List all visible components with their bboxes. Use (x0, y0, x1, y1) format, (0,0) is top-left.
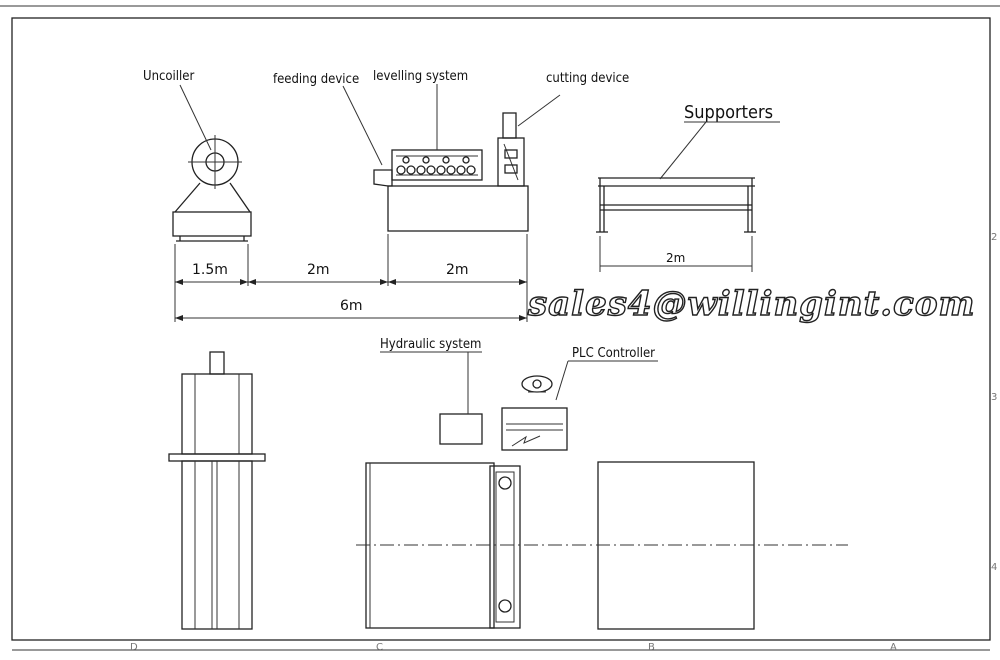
supporters-leader (659, 121, 707, 180)
supporter-dimension: 2m (666, 251, 685, 265)
supporters (596, 177, 756, 233)
frame-mark-2: 2 (991, 232, 997, 243)
drawing-frame (11, 17, 991, 641)
feeding-leader (342, 85, 383, 166)
plc-leader (555, 360, 569, 401)
watermark-text: sales4@willingint.com (527, 284, 975, 324)
frame-mark-c: C (376, 642, 383, 653)
cutting-device (497, 112, 525, 187)
frame-mark-d: D (130, 642, 138, 653)
dimension-extensions (174, 234, 528, 322)
levelling-label: levelling system (373, 69, 468, 84)
frame-mark-3: 3 (991, 392, 997, 403)
hydraulic-unit (439, 413, 483, 445)
uncoiler-side-view (168, 351, 266, 630)
frame-mark-b: B (648, 642, 655, 653)
cutting-leader (517, 94, 561, 127)
hydraulic-label: Hydraulic system (380, 337, 481, 352)
plc-label: PLC Controller (572, 346, 655, 361)
dimension-uncoiler: 1.5m (192, 262, 228, 278)
frame-mark-4: 4 (991, 562, 997, 573)
plc-controller (501, 375, 568, 451)
dimension-gap: 2m (307, 262, 330, 278)
dimension-leveller: 2m (446, 262, 469, 278)
feeding-label: feeding device (273, 72, 359, 87)
uncoiler (172, 135, 252, 242)
uncoiler-leader (179, 84, 212, 151)
uncoiler-label: Uncoiller (143, 69, 195, 84)
dimension-total: 6m (340, 298, 363, 314)
leveller-machine (373, 149, 529, 232)
supporters-label: Supporters (684, 102, 773, 123)
cutting-label: cutting device (546, 71, 629, 86)
frame-mark-a: A (890, 642, 897, 653)
